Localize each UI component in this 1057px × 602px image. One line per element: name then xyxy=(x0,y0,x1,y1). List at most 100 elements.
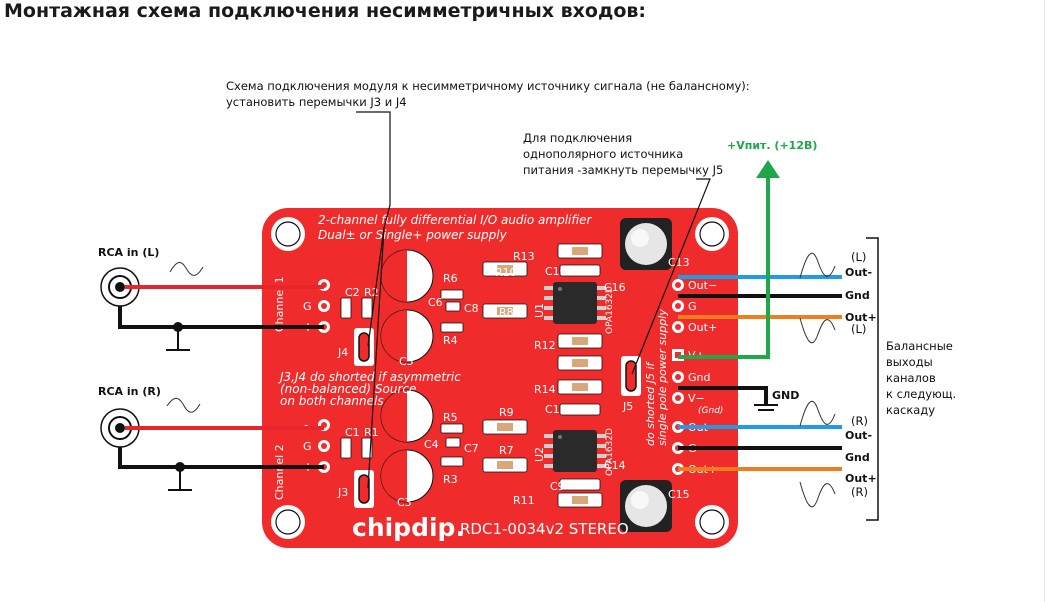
ground-symbol-supply xyxy=(754,404,778,411)
supply-arrow-head xyxy=(756,160,780,178)
balanced-line1: Балансные xyxy=(886,339,953,353)
right-tag-top: (R) xyxy=(851,414,868,428)
svg-text:C12: C12 xyxy=(545,403,567,416)
page-title: Монтажная схема подключения несимметричн… xyxy=(4,0,646,22)
unbalanced-callout-line xyxy=(356,111,391,229)
svg-text:U2: U2 xyxy=(533,447,546,462)
svg-text:R3: R3 xyxy=(443,473,458,486)
ic-u2 xyxy=(544,430,606,472)
reference-designators: R13 R10 R6 C10 C16 C13 C2 R2 C8 R8 U1 C6… xyxy=(337,250,690,509)
channel-1-label: Channel 1 xyxy=(273,276,286,332)
unbalanced-leader-j4 xyxy=(367,227,385,347)
svg-text:R12: R12 xyxy=(534,339,556,352)
unbalanced-note-line2: установить перемычки J3 и J4 xyxy=(226,95,407,109)
svg-text:C5: C5 xyxy=(399,355,414,368)
output-waveforms xyxy=(799,252,836,508)
svg-text:-: - xyxy=(304,418,308,432)
channel-2-label: Channel 2 xyxy=(273,444,286,500)
balanced-line3: каналов xyxy=(886,371,936,385)
svg-text:C6: C6 xyxy=(428,296,443,309)
svg-text:R5: R5 xyxy=(443,411,458,424)
svg-text:R7: R7 xyxy=(499,444,514,457)
svg-text:R13: R13 xyxy=(513,250,535,263)
svg-text:G: G xyxy=(303,440,312,453)
svg-text:Gnd: Gnd xyxy=(688,371,710,384)
ground-symbol-left xyxy=(166,322,190,351)
cap-c15 xyxy=(620,480,672,532)
svg-text:J5: J5 xyxy=(622,400,633,413)
balanced-line5: каскаду xyxy=(886,403,935,417)
left-tag-top: (L) xyxy=(851,250,866,264)
left-gnd-label: Gnd xyxy=(845,289,870,302)
unbalanced-leader-j3 xyxy=(367,227,385,489)
right-outplus-label: Out+ xyxy=(845,472,877,485)
svg-text:C14: C14 xyxy=(604,459,626,472)
left-tag-bottom: (L) xyxy=(851,322,866,336)
mounting-holes xyxy=(271,217,729,539)
svg-text:V−: V− xyxy=(688,392,705,405)
jumper-note-line3: on both channels xyxy=(280,394,384,408)
svg-text:G: G xyxy=(303,300,312,313)
rca-right-label: RCA in (R) xyxy=(98,385,161,398)
right-tag-bottom: (R) xyxy=(851,485,868,499)
output-pins-ch1: Out− G Out+ xyxy=(672,279,717,334)
svg-text:C1: C1 xyxy=(345,426,360,439)
supply-voltage-label: +Vпит. (+12В) xyxy=(727,139,817,152)
j5-note-line2: single pole power supply xyxy=(656,309,669,446)
svg-text:C10: C10 xyxy=(545,265,567,278)
svg-text:Out−: Out− xyxy=(688,279,717,292)
svg-text:C13: C13 xyxy=(668,256,690,269)
sine-wave-right xyxy=(166,397,201,413)
jumper-j5 xyxy=(621,356,641,396)
svg-text:C16: C16 xyxy=(604,281,626,294)
wire-vplus-supply xyxy=(678,176,770,359)
svg-text:R6: R6 xyxy=(443,272,458,285)
balanced-line4: к следующ. xyxy=(886,387,956,401)
svg-text:C4: C4 xyxy=(424,438,439,451)
pcb-board xyxy=(262,208,738,548)
svg-text:R4: R4 xyxy=(443,334,458,347)
right-outminus-label: Out- xyxy=(845,429,872,442)
ground-symbol-right xyxy=(168,462,192,491)
svg-text:C9: C9 xyxy=(550,480,565,493)
outputs-bracket xyxy=(866,237,879,521)
svg-text:C15: C15 xyxy=(668,488,690,501)
ic-u1 xyxy=(544,282,606,324)
single-supply-line1: Для подключения xyxy=(523,131,632,145)
unbalanced-note-line1: Схема подключения модуля к несимметрично… xyxy=(226,79,750,93)
wire-right-ground xyxy=(118,447,324,469)
ic-u2-part: OPA1632D xyxy=(605,428,615,476)
right-gnd-label: Gnd xyxy=(845,451,870,464)
svg-text:(Gnd): (Gnd) xyxy=(698,406,723,416)
svg-text:R9: R9 xyxy=(499,406,514,419)
svg-text:C7: C7 xyxy=(464,442,479,455)
page-edge-divider xyxy=(1044,0,1045,602)
board-header-line2: Dual± or Single+ power supply xyxy=(318,228,508,242)
ic-u1-part: OPA1632D xyxy=(605,286,615,334)
svg-text:U1: U1 xyxy=(533,303,546,318)
single-supply-callout-line xyxy=(631,178,711,375)
gnd-label: GND xyxy=(772,389,799,402)
rca-left-label: RCA in (L) xyxy=(98,246,159,259)
jumper-j4 xyxy=(354,328,374,366)
smd-parts xyxy=(340,243,603,508)
sine-wave-left xyxy=(169,262,204,276)
left-outplus-label: Out+ xyxy=(845,311,877,324)
svg-text:C3: C3 xyxy=(397,496,412,509)
single-supply-line3: питания -замкнуть перемычку J5 xyxy=(523,163,723,177)
svg-text:G: G xyxy=(688,300,697,313)
rca-right-connector xyxy=(100,408,140,448)
jumper-note-line2: (non-balanced) Source xyxy=(280,382,416,396)
balanced-line2: выходы xyxy=(886,355,933,369)
jumper-j3 xyxy=(354,470,374,508)
j5-note-line1: do shorted J5 if xyxy=(644,360,657,446)
electrolytic-caps xyxy=(380,249,434,503)
single-supply-line2: однополярного источника xyxy=(523,147,683,161)
svg-text:C8: C8 xyxy=(464,302,479,315)
wire-left-ground xyxy=(118,306,324,329)
svg-text:R11: R11 xyxy=(513,494,535,507)
board-header-line1: 2-channel fully differential I/O audio a… xyxy=(318,213,593,227)
svg-text:R14: R14 xyxy=(534,383,556,396)
svg-text:R10: R10 xyxy=(495,266,517,279)
